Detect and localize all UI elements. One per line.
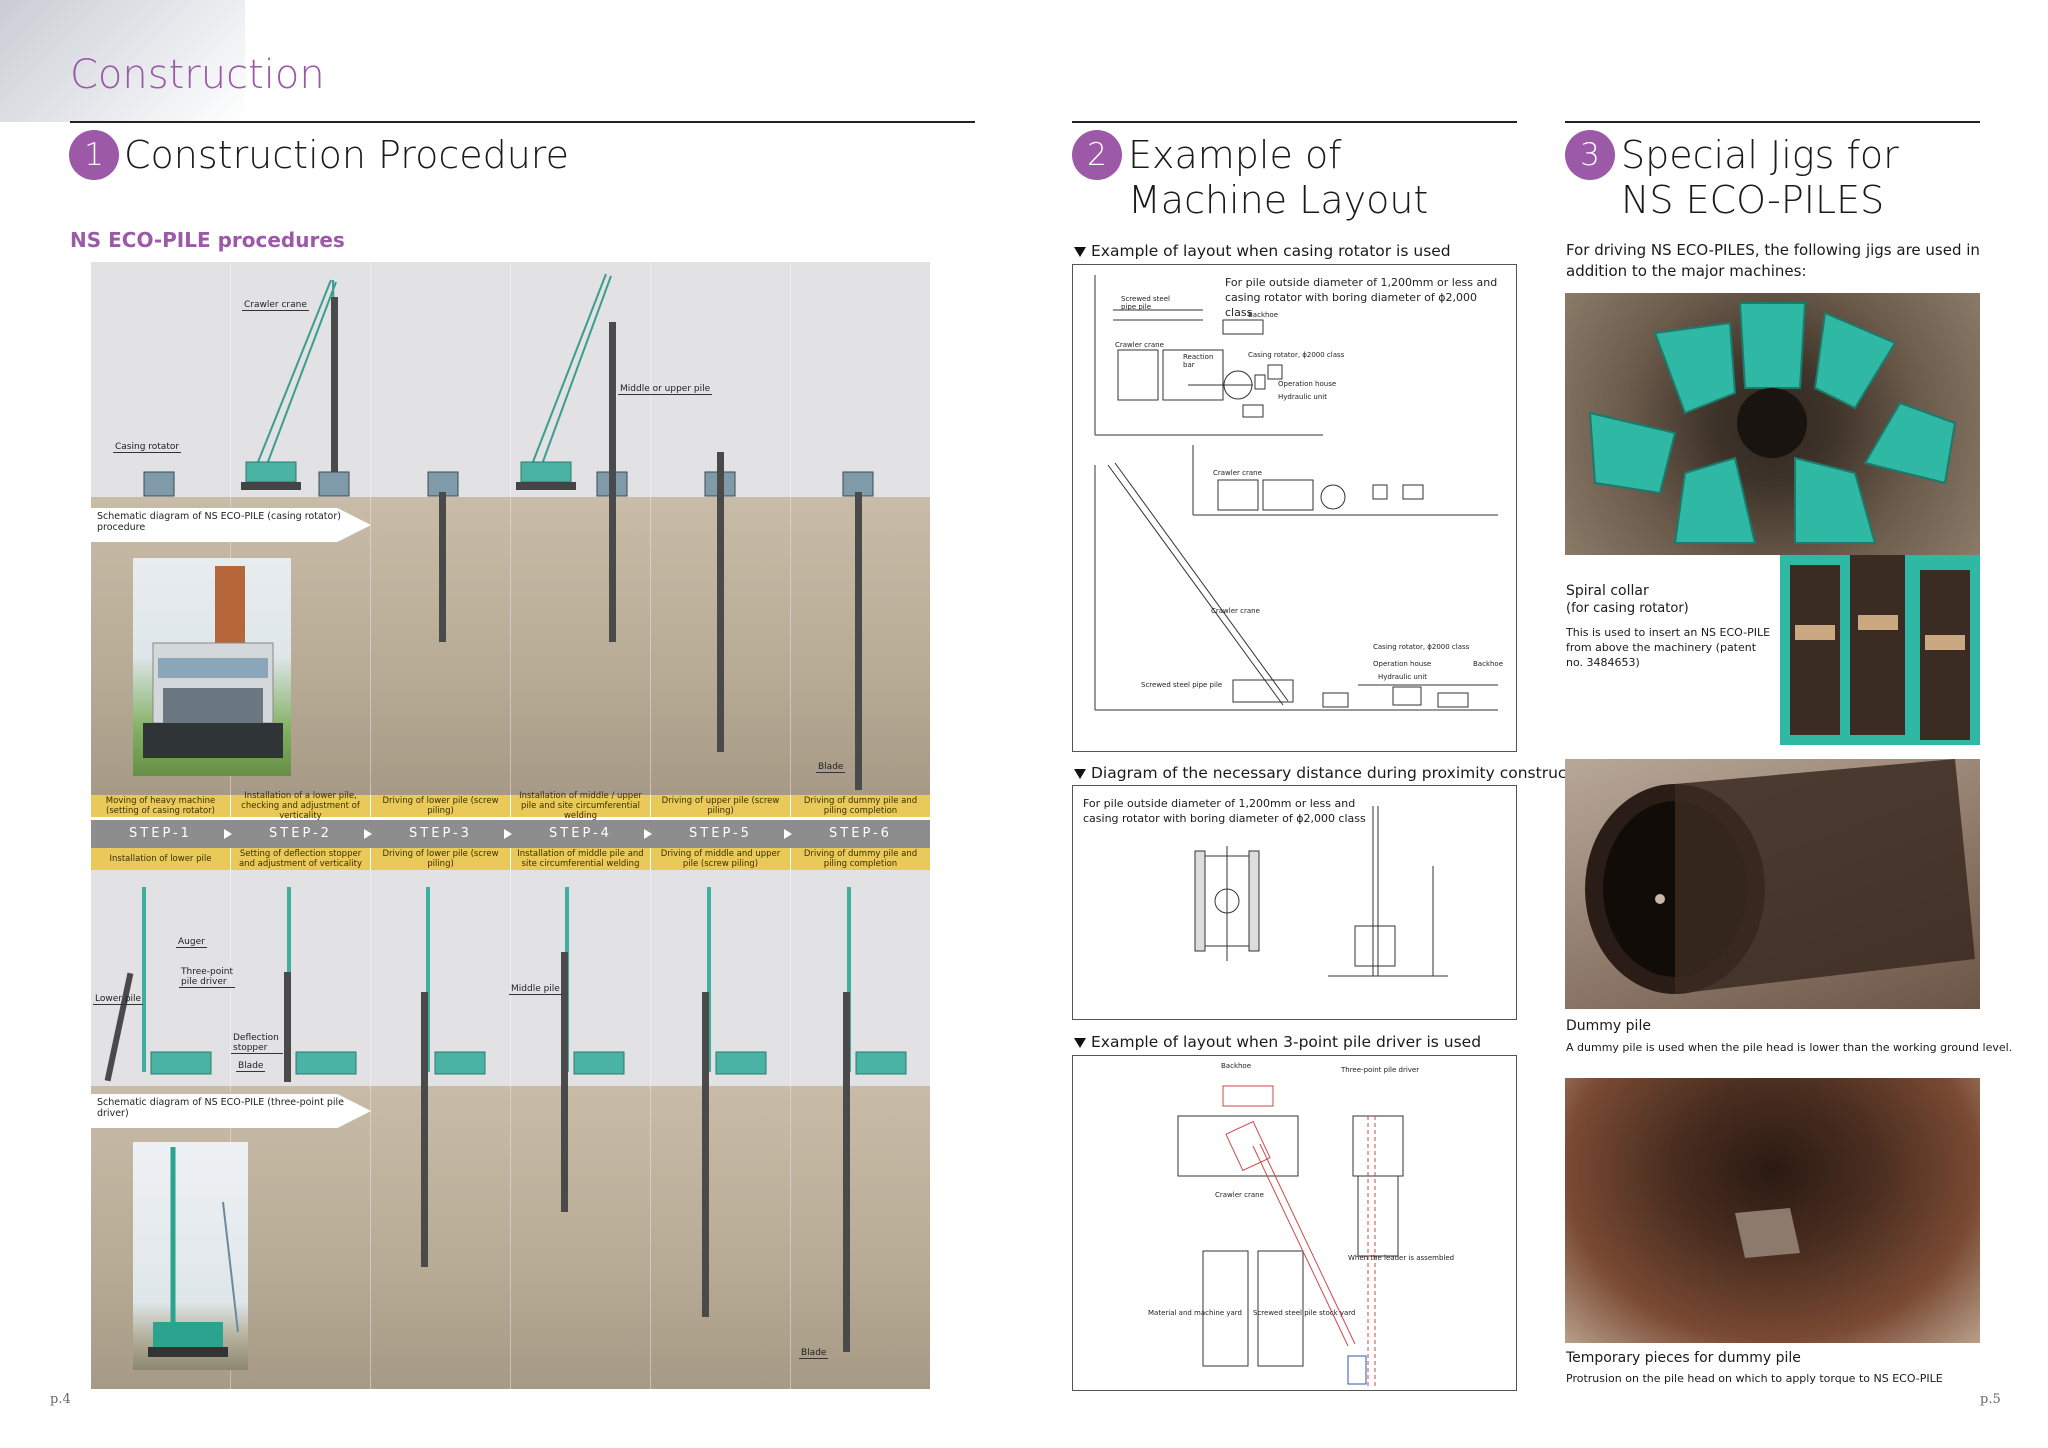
step-4: STEP-4: [549, 826, 612, 841]
d3-label-leader: When the leader is assembled: [1348, 1254, 1455, 1262]
banner-three-point: Schematic diagram of NS ECO-PILE (three-…: [91, 1094, 371, 1128]
d3-label-material-yard: Material and machine yard: [1148, 1309, 1242, 1317]
d1-label-casing-rotator: Casing rotator, ϕ2000 class: [1248, 351, 1345, 359]
section-number-3: 3: [1565, 130, 1615, 180]
d1-label-crawler-crane-3: Crawler crane: [1211, 607, 1260, 615]
dummy-desc: A dummy pile is used when the pile head …: [1566, 1041, 2013, 1054]
spiral-collar-photo-2: [1780, 555, 1980, 745]
diagram2-note: For pile outside diameter of 1,200mm or …: [1083, 797, 1366, 825]
section-number-1: 1: [69, 130, 119, 180]
d1-label-crawler-crane: Crawler crane: [1115, 341, 1164, 349]
step-2: STEP-2: [269, 826, 332, 841]
diagram3-title: Example of layout when 3-point pile driv…: [1074, 1033, 1481, 1051]
d3-label-stock-yard: Screwed steel pile stock yard: [1253, 1309, 1356, 1317]
label-blade-bottom: Blade: [799, 1348, 829, 1359]
dummy-title: Dummy pile: [1566, 1018, 1651, 1034]
d1-label-screwed-steel-pile: Screwed steel pipe pile: [1141, 681, 1223, 689]
d3-label-three-point: Three-point pile driver: [1341, 1066, 1420, 1074]
page-section-title: Construction: [70, 52, 325, 98]
top-caption-1: Moving of heavy machine (setting of casi…: [91, 795, 230, 817]
procedure-diagram: Crawler crane Casing rotator Middle or u…: [91, 262, 930, 1389]
spiral-desc: This is used to insert an NS ECO-PILE fr…: [1566, 626, 1771, 669]
d1-label-casing-rotator-2: Casing rotator, ϕ2000 class: [1373, 643, 1470, 651]
section-title-3a: Special Jigs for: [1621, 133, 1899, 177]
step-1: STEP-1: [129, 826, 192, 841]
jigs-intro: For driving NS ECO-PILES, the following …: [1566, 241, 1980, 280]
d1-label-hydraulic-unit-2: Hydraulic unit: [1378, 673, 1427, 681]
step-3: STEP-3: [409, 826, 472, 841]
d3-label-backhoe: Backhoe: [1221, 1062, 1252, 1070]
d1-label-crawler-crane-2: Crawler crane: [1213, 469, 1262, 477]
page-number-left: p.4: [50, 1392, 71, 1407]
procedures-subtitle: NS ECO-PILE procedures: [70, 228, 345, 252]
top-caption-6: Driving of dummy pile and piling complet…: [791, 795, 930, 817]
top-caption-4: Installation of middle / upper pile and …: [511, 791, 650, 821]
banner-casing-rotator: Schematic diagram of NS ECO-PILE (casing…: [91, 508, 371, 542]
top-caption-2: Installation of a lower pile, checking a…: [231, 791, 370, 821]
step-5: STEP-5: [689, 826, 752, 841]
divider-3: [1565, 121, 1980, 123]
diagram2-title: Diagram of the necessary distance during…: [1074, 764, 1596, 782]
temporary-pieces-photo: [1565, 1078, 1980, 1343]
top-caption-3: Driving of lower pile (screw piling): [371, 795, 510, 817]
label-blade-mid: Blade: [236, 1061, 266, 1072]
top-sky: [91, 262, 930, 497]
bottom-caption-1: Installation of lower pile: [91, 848, 230, 870]
d1-label-screwed-steel: Screwed steel pipe pile: [1121, 295, 1170, 311]
divider-2: [1072, 121, 1517, 123]
dummy-pile-photo: [1565, 759, 1980, 1009]
header-decoration: [0, 0, 245, 122]
top-machinery: [143, 273, 874, 790]
step-bar: STEP-1 STEP-2 STEP-3 STEP-4 STEP-5 STEP-…: [91, 820, 930, 848]
proximity-diagram: For pile outside diameter of 1,200mm or …: [1072, 785, 1517, 1020]
label-crawler-crane: Crawler crane: [242, 300, 309, 311]
bottom-sky: [91, 870, 930, 1086]
label-auger: Auger: [176, 937, 207, 948]
spiral-title-1: Spiral collar: [1566, 583, 1649, 599]
d1-label-operation-house-2: Operation house: [1373, 660, 1432, 668]
section-title-2a: Example of: [1128, 133, 1342, 177]
label-deflection-stopper: Deflection stopper: [231, 1033, 283, 1054]
label-casing-rotator: Casing rotator: [113, 442, 182, 453]
step-6: STEP-6: [829, 826, 892, 841]
three-point-photo: [133, 1142, 248, 1370]
top-caption-5: Driving of upper pile (screw piling): [651, 795, 790, 817]
page-number-right: p.5: [1980, 1392, 2001, 1407]
section-title-3b: NS ECO-PILES: [1621, 178, 1885, 222]
label-blade-top: Blade: [816, 762, 846, 773]
label-middle-upper-pile: Middle or upper pile: [618, 384, 713, 395]
label-three-point: Three-point pile driver: [179, 967, 235, 988]
bottom-caption-3: Driving of lower pile (screw piling): [371, 848, 510, 870]
diagram1-note: For pile outside diameter of 1,200mm or …: [1225, 276, 1498, 319]
d1-label-backhoe: Backhoe: [1248, 311, 1279, 319]
label-middle-pile: Middle pile: [509, 984, 562, 995]
d3-label-crawler-crane: Crawler crane: [1215, 1191, 1264, 1199]
d1-label-backhoe-2: Backhoe: [1473, 660, 1504, 668]
spiral-title-2: (for casing rotator): [1566, 601, 1689, 616]
temp-title: Temporary pieces for dummy pile: [1566, 1350, 1801, 1366]
bottom-caption-2: Setting of deflection stopper and adjust…: [231, 848, 370, 870]
diagram1-title: Example of layout when casing rotator is…: [1074, 242, 1451, 260]
bottom-caption-4: Installation of middle pile and site cir…: [511, 848, 650, 870]
d1-label-hydraulic-unit: Hydraulic unit: [1278, 393, 1327, 401]
bottom-caption-5: Driving of middle and upper pile (screw …: [651, 848, 790, 870]
d1-label-operation-house: Operation house: [1278, 380, 1337, 388]
temp-desc: Protrusion on the pile head on which to …: [1566, 1372, 1943, 1385]
section-title-1: Construction Procedure: [124, 133, 569, 177]
d1-label-reaction-bar: Reaction bar: [1183, 353, 1214, 369]
section-number-2: 2: [1072, 130, 1122, 180]
spiral-collar-photo-1: [1565, 293, 1980, 555]
section-title-2b: Machine Layout: [1128, 178, 1429, 222]
divider-1: [70, 121, 975, 123]
layout-diagram-casing: For pile outside diameter of 1,200mm or …: [1072, 264, 1517, 752]
label-lower-pile: Lower pile: [93, 994, 144, 1005]
three-point-layout-diagram: Backhoe Three-point pile driver Crawler …: [1072, 1055, 1517, 1391]
bottom-machinery: [104, 887, 907, 1352]
bottom-caption-6: Driving of dummy pile and piling complet…: [791, 848, 930, 870]
casing-rotator-photo: [133, 558, 291, 776]
